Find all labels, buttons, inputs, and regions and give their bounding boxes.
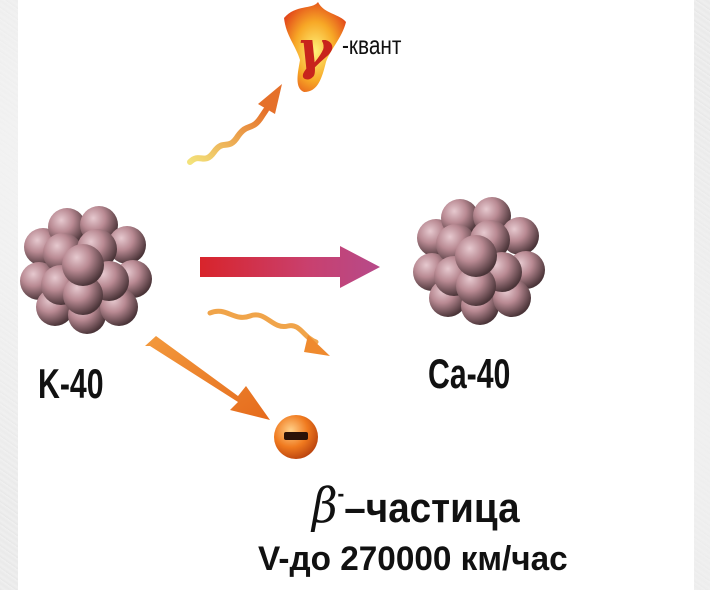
- daughter-nucleus-label: Ca-40: [428, 350, 511, 397]
- beta-symbol: β: [312, 478, 338, 534]
- neutrino-wave-arrow: [207, 308, 319, 345]
- beta-emission-arrow: [145, 336, 270, 420]
- beta-superscript: -: [337, 481, 345, 506]
- speed-label: V-до 270000 км/час: [258, 540, 568, 578]
- gamma-flame-icon: γ: [284, 2, 346, 92]
- beta-particle-text: –частица: [344, 484, 520, 531]
- k40-nucleus-icon: [20, 206, 152, 334]
- neutrino-wave-arrowhead: [304, 335, 330, 356]
- beta-particle-label: β-–частица: [312, 478, 520, 534]
- ca40-nucleus-icon: [413, 197, 545, 325]
- gamma-quantum-label: -квант: [342, 30, 402, 60]
- gamma-wave-arrowhead: [258, 84, 282, 114]
- transformation-arrow: [200, 246, 380, 288]
- gamma-wave-arrow: [187, 107, 269, 165]
- electron-icon: [274, 415, 318, 459]
- parent-nucleus-label: K-40: [38, 360, 104, 407]
- gamma-symbol: γ: [296, 17, 334, 81]
